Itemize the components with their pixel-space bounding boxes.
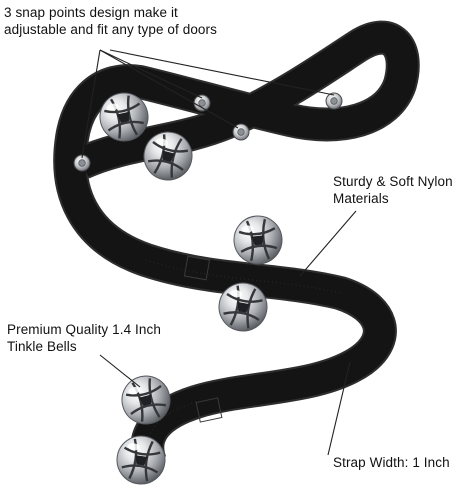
nylon-strap: [53, 20, 420, 468]
leader-line-width: [327, 361, 351, 456]
leader-line-snap-2: [99, 49, 203, 99]
leader-line-snap-1: [81, 49, 101, 159]
leader-line-bells: [99, 354, 141, 388]
callout-snap-points-line-1: 3 snap points design make it: [4, 5, 178, 20]
callout-strap-width-text: Strap Width: 1 Inch: [333, 455, 450, 470]
callout-nylon-line-2: Materials: [333, 191, 389, 206]
callout-strap-width: Strap Width: 1 Inch: [333, 454, 450, 471]
callout-nylon-materials: Sturdy & Soft Nylon Materials: [333, 173, 453, 207]
leader-lines: [81, 49, 357, 456]
leader-line-nylon: [299, 210, 357, 277]
snap-button-icon: [325, 92, 343, 110]
callout-snap-points-line-2: adjustable and fit any type of doors: [4, 22, 217, 37]
leader-line-snap-4: [109, 49, 335, 96]
leader-line-snap-3: [99, 49, 239, 129]
jingle-bell-icon: [230, 212, 286, 268]
callout-bells-line-1: Premium Quality 1.4 Inch: [7, 322, 161, 337]
callout-snap-points: 3 snap points design make it adjustable …: [4, 4, 217, 38]
callout-nylon-line-1: Sturdy & Soft Nylon: [333, 174, 453, 189]
callout-tinkle-bells: Premium Quality 1.4 Inch Tinkle Bells: [7, 321, 161, 355]
callout-bells-line-2: Tinkle Bells: [7, 339, 77, 354]
